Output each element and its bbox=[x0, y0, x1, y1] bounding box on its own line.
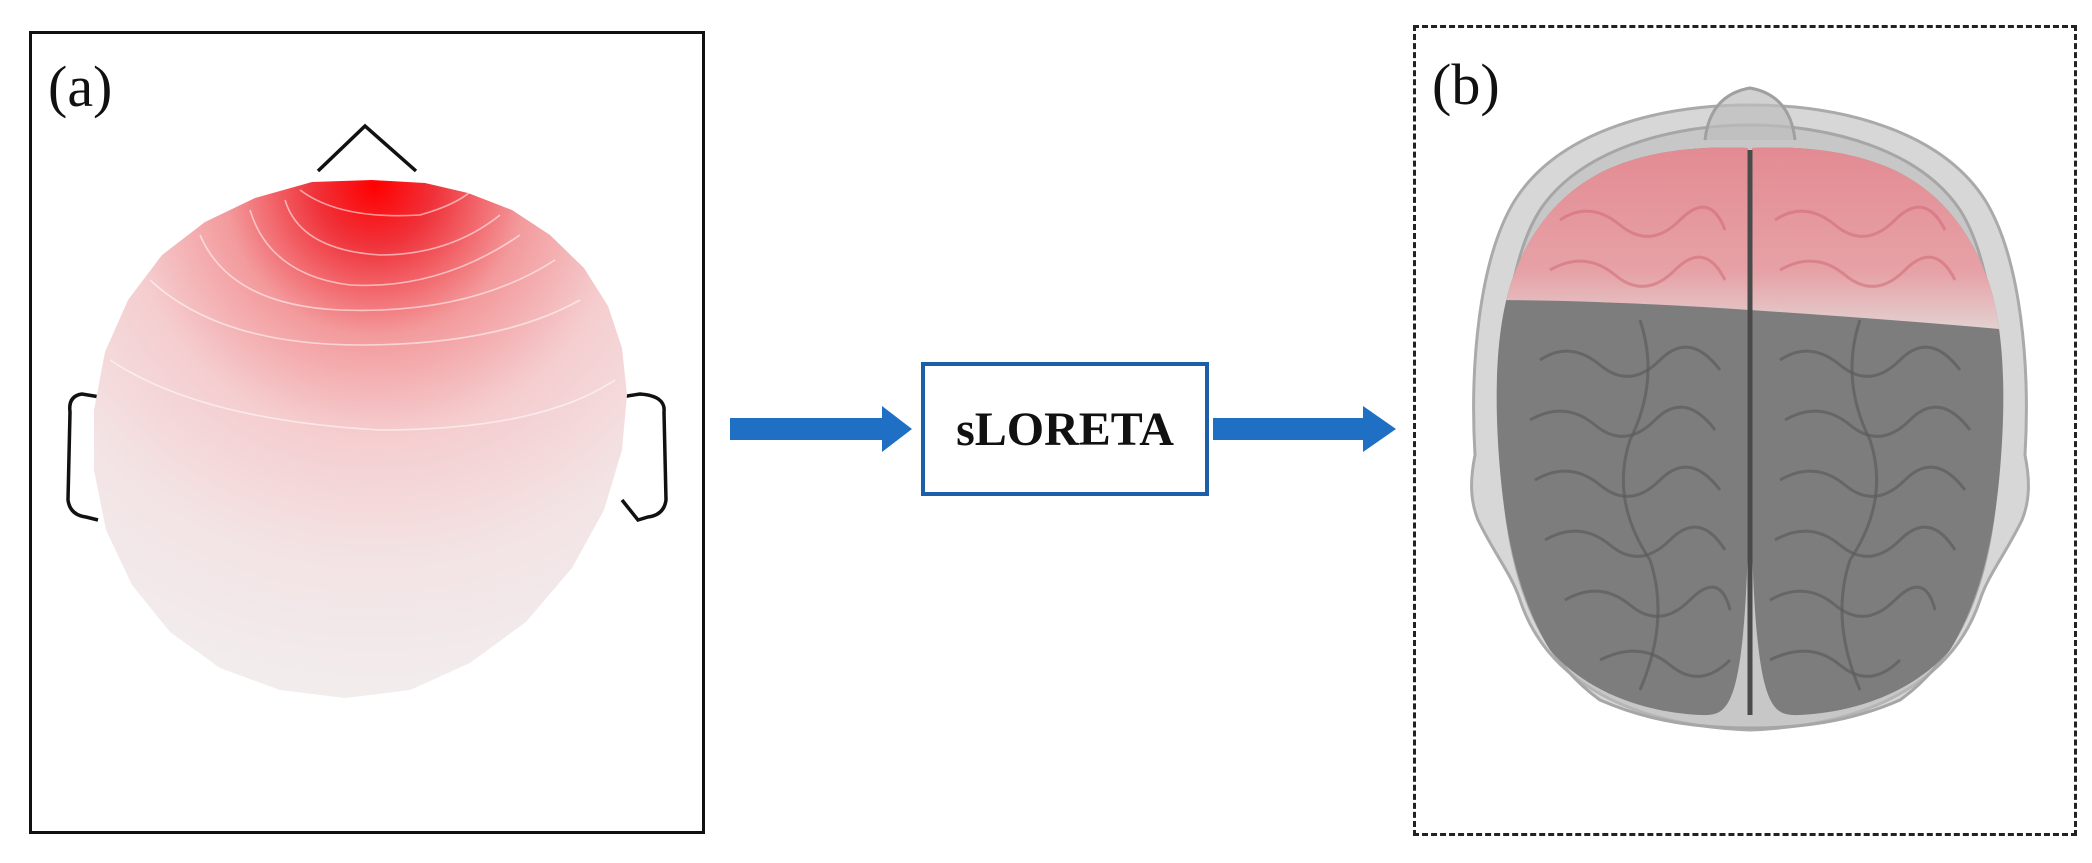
method-box: sLORETA bbox=[921, 362, 1209, 496]
left-ear-marker bbox=[66, 392, 101, 522]
panel-b-frame bbox=[1413, 25, 2077, 836]
scalp-topography bbox=[66, 123, 668, 698]
right-ear-marker bbox=[620, 392, 668, 523]
arrow-to-method bbox=[730, 406, 912, 452]
panel-b-label: (b) bbox=[1432, 52, 1500, 117]
method-label: sLORETA bbox=[956, 402, 1174, 456]
panel-a-frame bbox=[29, 31, 705, 834]
brain-source-map bbox=[1470, 86, 2030, 732]
topography-heatmap bbox=[94, 180, 627, 698]
arrow-to-brain bbox=[1213, 406, 1396, 452]
panel-a-label: (a) bbox=[48, 54, 113, 119]
nose-marker bbox=[316, 123, 418, 173]
